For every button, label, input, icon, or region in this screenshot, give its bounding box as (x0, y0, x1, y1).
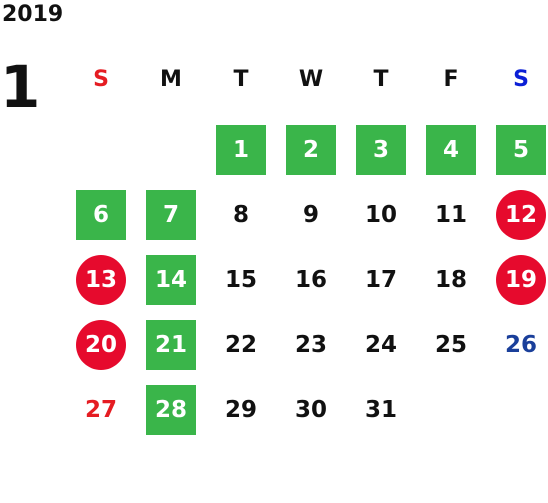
date-cell-15[interactable]: 15 (224, 267, 257, 293)
date-cell-31[interactable]: 31 (364, 397, 397, 423)
date-cell-4[interactable]: 4 (426, 125, 476, 175)
date-cell-6[interactable]: 6 (76, 190, 126, 240)
date-cell-12[interactable]: 12 (496, 190, 546, 240)
date-cell-21[interactable]: 21 (146, 320, 196, 370)
date-cell-2[interactable]: 2 (286, 125, 336, 175)
date-cell-11[interactable]: 11 (434, 202, 467, 228)
date-cell-29[interactable]: 29 (224, 397, 257, 423)
year-label: 2019 (2, 2, 64, 27)
date-cell-14[interactable]: 14 (146, 255, 196, 305)
weekday-header-thursday: T (373, 67, 389, 92)
weekday-header-sunday: S (93, 67, 109, 92)
date-cell-9[interactable]: 9 (302, 202, 319, 228)
date-cell-24[interactable]: 24 (364, 332, 397, 358)
weekday-header-friday: F (443, 67, 459, 92)
month-number: 1 (0, 53, 41, 121)
date-cell-19[interactable]: 19 (496, 255, 546, 305)
date-cell-5[interactable]: 5 (496, 125, 546, 175)
date-cell-28[interactable]: 28 (146, 385, 196, 435)
date-cell-20[interactable]: 20 (76, 320, 126, 370)
date-cell-27[interactable]: 27 (84, 397, 117, 423)
date-cell-3[interactable]: 3 (356, 125, 406, 175)
date-cell-22[interactable]: 22 (224, 332, 257, 358)
weekday-header-saturday: S (513, 67, 529, 92)
date-cell-7[interactable]: 7 (146, 190, 196, 240)
date-cell-16[interactable]: 16 (294, 267, 327, 293)
date-cell-18[interactable]: 18 (434, 267, 467, 293)
date-cell-1[interactable]: 1 (216, 125, 266, 175)
date-cell-13[interactable]: 13 (76, 255, 126, 305)
weekday-header-wednesday: W (298, 67, 324, 92)
date-cell-30[interactable]: 30 (294, 397, 327, 423)
date-cell-10[interactable]: 10 (364, 202, 397, 228)
weekday-header-tuesday: T (233, 67, 249, 92)
date-cell-17[interactable]: 17 (364, 267, 397, 293)
date-cell-25[interactable]: 25 (434, 332, 467, 358)
date-cell-26[interactable]: 26 (504, 332, 537, 358)
date-cell-8[interactable]: 8 (232, 202, 249, 228)
date-cell-23[interactable]: 23 (294, 332, 327, 358)
weekday-header-monday: M (160, 67, 182, 92)
